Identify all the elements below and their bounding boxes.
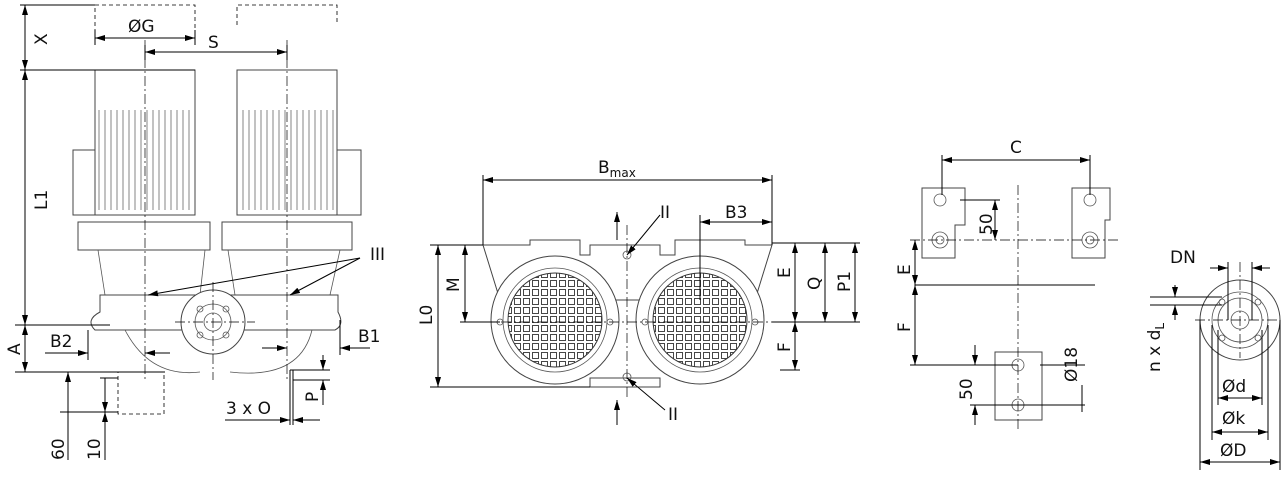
- volutes: [124, 329, 313, 374]
- dim-p-label: P: [303, 392, 323, 402]
- dim-o-label: 3 x O: [226, 399, 271, 419]
- dim-50-bottom-label: 50: [957, 378, 977, 400]
- motor-left: [72, 69, 211, 251]
- foundation-outline: [117, 371, 165, 415]
- dim-f-label: F: [775, 342, 795, 352]
- base-foot: [589, 377, 661, 388]
- dim-q-label: Q: [805, 277, 825, 290]
- dim-d-label: Ød: [1222, 377, 1246, 397]
- dim-p1-label: P1: [835, 271, 855, 292]
- dim-a-label: A: [5, 343, 25, 355]
- dim-g-label: ØG: [128, 17, 155, 37]
- dim-10-label: 10: [85, 438, 105, 460]
- dim-l1-label: L1: [32, 190, 52, 210]
- dim-e-foundation-label: E: [895, 264, 915, 275]
- flange-view: DN n x dL Ød Øk ØD: [1145, 248, 1281, 470]
- dim-b3-label: B3: [725, 203, 747, 223]
- dim-bmax-label: Bmax: [598, 158, 636, 180]
- dim-s-label: S: [208, 33, 219, 53]
- dim-c-label: C: [1010, 138, 1022, 158]
- detail-iii-label: III: [370, 245, 385, 265]
- dim-l0-label: L0: [417, 305, 437, 325]
- section-ii-bottom-label: II: [668, 405, 678, 425]
- dim-dn-label: DN: [1170, 248, 1196, 268]
- side-view: X ØG S L1 A B2 B1 III 3 x O P 60 10: [5, 4, 385, 460]
- motor-right: [221, 69, 362, 251]
- dim-x-label: X: [32, 33, 52, 45]
- dim-e-label: E: [775, 267, 795, 278]
- dim-d18-label: Ø18: [1062, 347, 1082, 382]
- motor-clearance-outline: [94, 4, 338, 40]
- dim-outer-d-label: ØD: [1220, 441, 1246, 461]
- center-flange: [175, 282, 255, 380]
- dim-50-top-label: 50: [977, 213, 997, 235]
- dim-f-foundation-label: F: [895, 322, 915, 332]
- dim-ndl-label: n x dL: [1145, 323, 1167, 372]
- dim-b2-label: B2: [50, 332, 72, 352]
- dim-k-label: Øk: [1222, 409, 1245, 429]
- dim-60-label: 60: [49, 438, 69, 460]
- foundation-view: C 50 E F Ø18 50: [895, 138, 1120, 430]
- dim-m-label: M: [444, 277, 464, 292]
- dim-b1-label: B1: [358, 327, 380, 347]
- top-view: Bmax B3 II II L0 M E Q P1 F: [417, 158, 860, 425]
- section-ii-top-label: II: [660, 203, 670, 223]
